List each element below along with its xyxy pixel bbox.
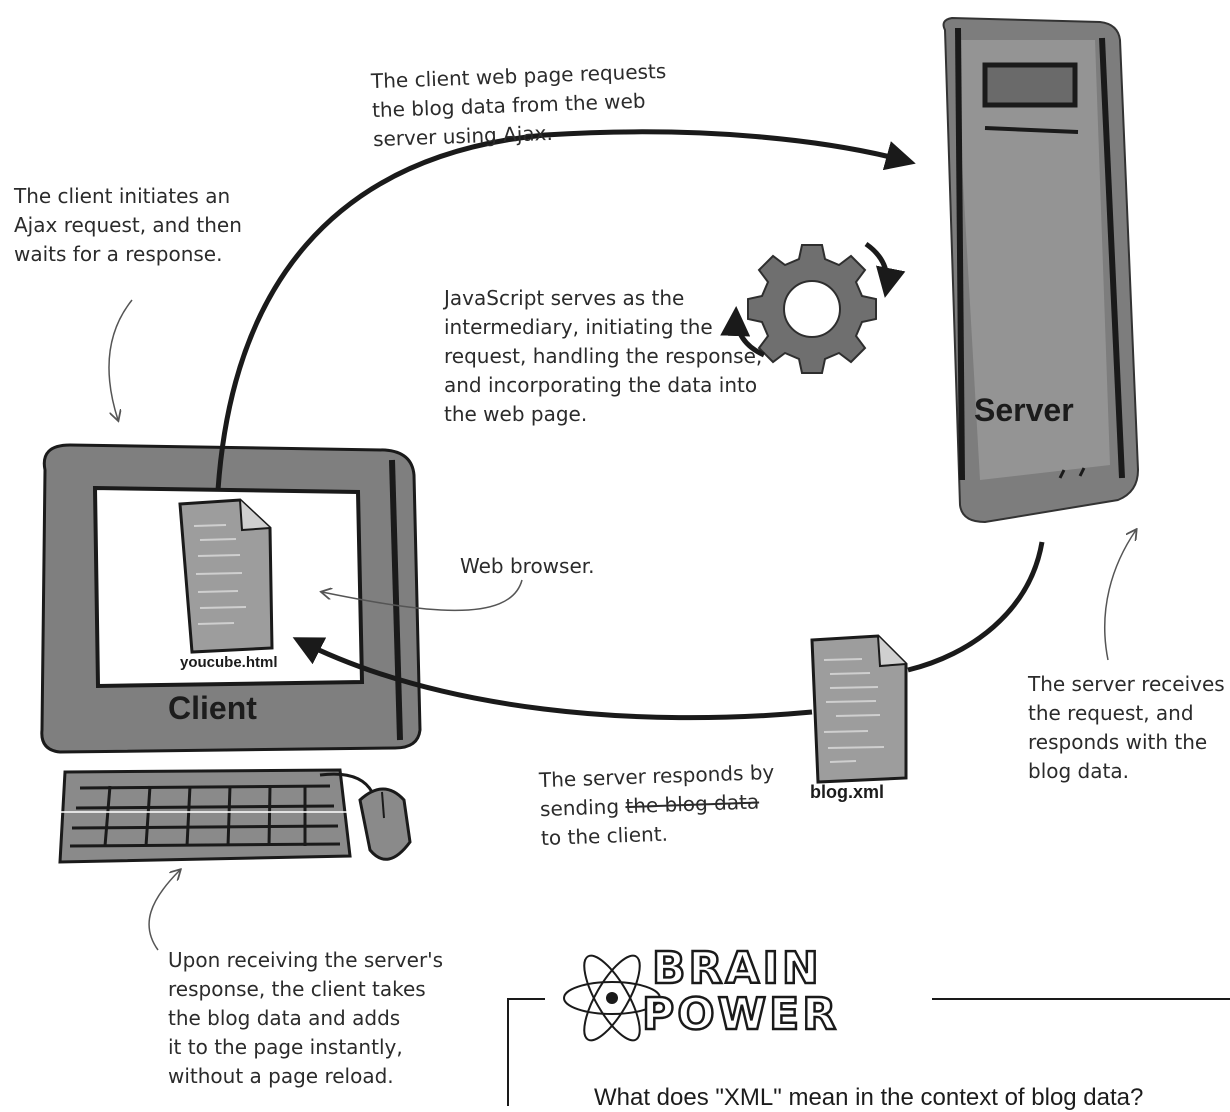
server-icon — [944, 18, 1138, 522]
client-label: Client — [168, 690, 257, 727]
web-browser-note: Web browser. — [460, 552, 595, 581]
struck-text: the blog data — [625, 789, 760, 818]
callout-line — [149, 870, 180, 950]
brain-power-box — [508, 999, 545, 1106]
server-responds-note: The server responds by sending the blog … — [539, 758, 777, 853]
mouse-icon — [360, 789, 410, 859]
javascript-role-note: JavaScript serves as the intermediary, i… — [444, 284, 762, 429]
client-initiates-note: The client initiates an Ajax request, an… — [14, 182, 242, 269]
page-requests-note: The client web page requests the blog da… — [371, 57, 669, 154]
client-receives-note: Upon receiving the server's response, th… — [168, 946, 443, 1091]
xml-file-label: blog.xml — [810, 782, 884, 803]
server-label: Server — [974, 392, 1074, 429]
callout-line — [109, 300, 132, 420]
brain-power-title-line2: POWER — [642, 992, 839, 1038]
response-arrow-upper — [908, 542, 1042, 670]
html-file-icon — [180, 500, 272, 652]
rotation-arrow-icon — [866, 244, 887, 292]
callout-line — [1105, 530, 1136, 660]
brain-power-question: What does "XML" mean in the context of b… — [594, 1084, 1143, 1112]
brain-power-title-line1: BRAIN — [652, 946, 822, 992]
gear-icon — [748, 245, 876, 373]
server-receives-note: The server receives the request, and res… — [1028, 670, 1225, 786]
html-file-label: youcube.html — [180, 654, 278, 671]
xml-file-icon — [812, 636, 906, 782]
